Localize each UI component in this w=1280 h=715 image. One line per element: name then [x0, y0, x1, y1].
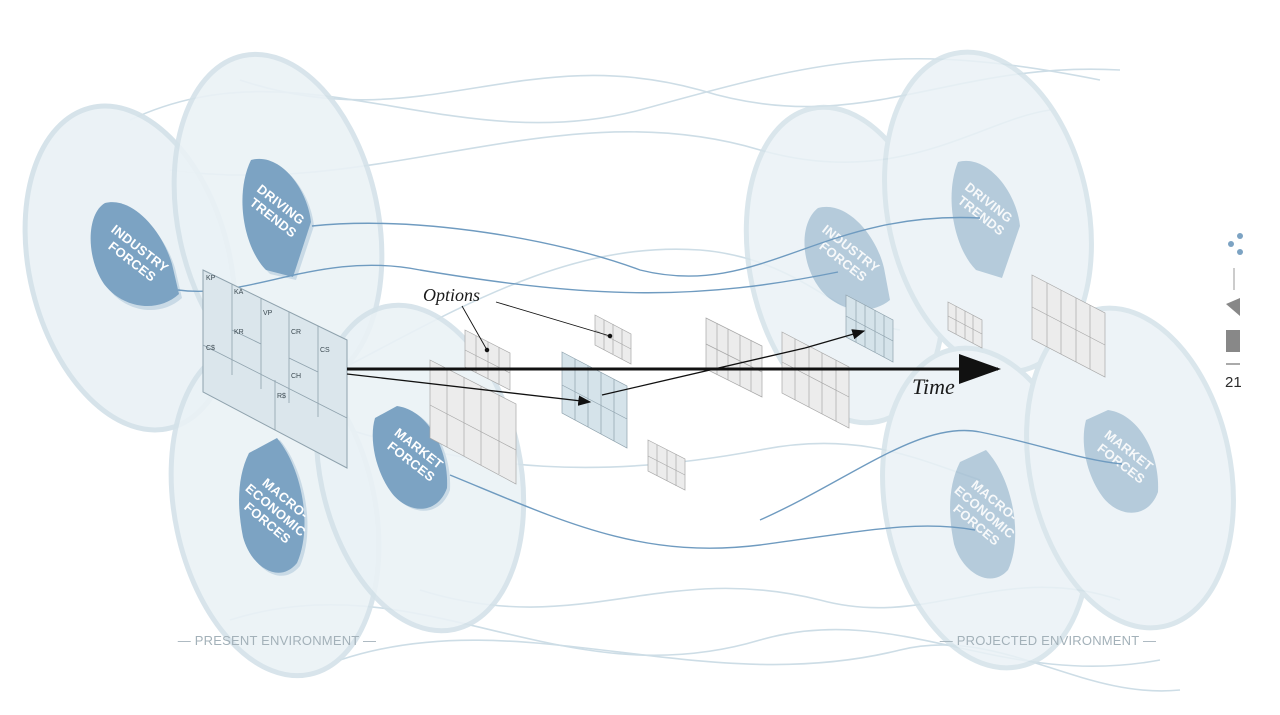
- canvas-code-cost: C$: [206, 345, 215, 352]
- option-canvas: [705, 317, 763, 398]
- flow-market-to-macro: [449, 474, 976, 549]
- force-flow-lines: [177, 216, 1123, 549]
- transition-arrows: [346, 329, 866, 406]
- flow-line-bottom-2: [339, 639, 1181, 692]
- arrow-to-future: [601, 347, 806, 396]
- canvas-code-cr: CR: [291, 329, 301, 336]
- time-label: Time: [912, 374, 955, 399]
- force-present-industry: INDUSTRY FORCES: [90, 202, 182, 311]
- option-canvases: [429, 274, 1106, 491]
- canvas-code-revenue: R$: [277, 393, 286, 400]
- flow-trends-to-trends: [311, 216, 981, 277]
- force-projected-trends: DRIVING TRENDS: [951, 160, 1020, 278]
- canvas-code-kr: KR: [234, 329, 244, 336]
- flow-industry-to-industry: [177, 264, 839, 294]
- page-margin-marks: [1226, 233, 1243, 365]
- force-projected-macro: MACRO- ECONOMIC FORCES: [950, 450, 1020, 579]
- canvas-code-vp: VP: [263, 310, 273, 317]
- arrow-to-future-head: [804, 329, 866, 349]
- flow-to-market-projected: [759, 429, 1123, 521]
- option-canvas: [647, 439, 686, 491]
- force-present-macro: MACRO- ECONOMIC FORCES: [239, 438, 311, 576]
- option-canvas: [429, 359, 517, 485]
- option-canvas: [594, 314, 632, 365]
- canvas-code-kp: KP: [206, 275, 216, 282]
- canvas-outline: [202, 269, 348, 469]
- option-canvas: [1031, 274, 1106, 378]
- options-label: Options: [423, 285, 480, 305]
- present-environment-label: — PRESENT ENVIRONMENT —: [178, 633, 376, 648]
- option-canvas: [947, 301, 983, 349]
- arrow-to-option: [346, 373, 592, 406]
- force-present-trends: DRIVING TRENDS: [242, 158, 314, 280]
- present-business-model-canvas: KP KA VP CR CS KR CH C$ R$: [202, 269, 348, 469]
- projected-environment-label: — PROJECTED ENVIRONMENT —: [940, 633, 1156, 648]
- canvas-code-ka: KA: [234, 289, 244, 296]
- canvas-code-ch: CH: [291, 373, 301, 380]
- option-canvas: [781, 331, 850, 429]
- force-projected-market: MARKET FORCES: [1083, 410, 1159, 513]
- options-pointers: [461, 301, 613, 353]
- force-projected-industry: INDUSTRY FORCES: [804, 206, 890, 310]
- canvas-code-cs: CS: [320, 347, 330, 354]
- page-number: 21: [1225, 374, 1242, 391]
